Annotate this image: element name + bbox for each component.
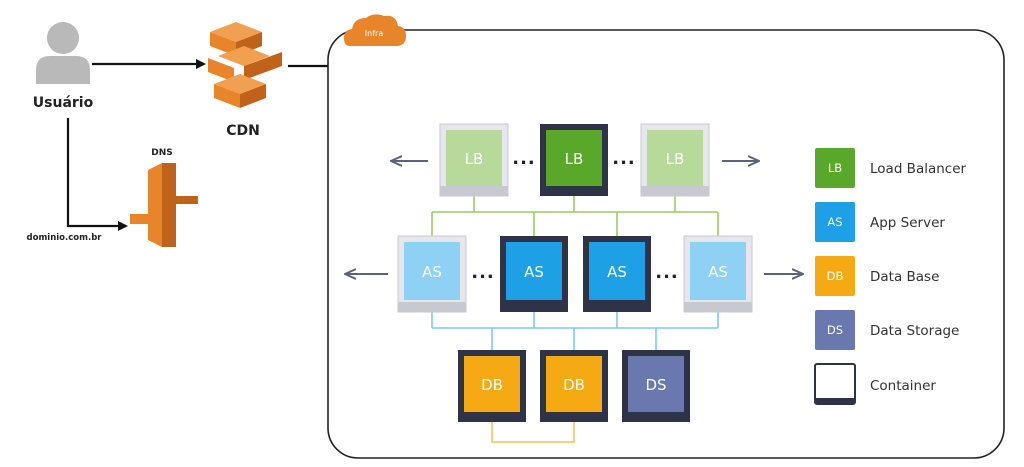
- svg-text:DS: DS: [645, 376, 666, 394]
- lb-ellipsis-left: ...: [512, 148, 536, 169]
- svg-text:DS: DS: [827, 323, 843, 337]
- svg-text:Data Base: Data Base: [870, 269, 939, 285]
- lb-connections: [431, 196, 719, 236]
- svg-text:LB: LB: [565, 150, 584, 168]
- user-icon: [36, 22, 90, 84]
- svg-text:Data Storage: Data Storage: [870, 323, 959, 339]
- infra-cloud-icon: [344, 14, 406, 46]
- ds-node: DS: [622, 350, 690, 422]
- as-ellipsis-left: ...: [471, 262, 495, 283]
- legend-item-container: Container: [814, 363, 936, 405]
- domain-label: dominio.com.br: [27, 233, 103, 243]
- svg-text:Load Balancer: Load Balancer: [870, 161, 967, 177]
- cdn-icon: [208, 22, 282, 108]
- svg-text:AS: AS: [524, 263, 544, 281]
- as-node-2: AS: [500, 236, 568, 312]
- svg-text:LB: LB: [465, 150, 484, 168]
- lb-node-left: LB: [439, 123, 509, 197]
- as-node-3: AS: [583, 236, 651, 312]
- user-to-dns-arrow: [66, 118, 128, 231]
- as-node-4: AS: [683, 235, 753, 313]
- legend-item-data-storage: DS Data Storage: [815, 310, 959, 350]
- lb-node-right: LB: [640, 123, 710, 197]
- as-node-1: AS: [397, 235, 467, 313]
- svg-text:App Server: App Server: [870, 215, 945, 231]
- db-connection: [491, 422, 575, 443]
- svg-text:DB: DB: [481, 376, 503, 394]
- db-node-1: DB: [458, 350, 526, 422]
- lb-node-center: LB: [540, 124, 608, 196]
- svg-text:DB: DB: [563, 376, 585, 394]
- svg-text:LB: LB: [828, 161, 842, 175]
- db-node-2: DB: [540, 350, 608, 422]
- svg-text:AS: AS: [708, 263, 728, 281]
- cdn-label: CDN: [226, 123, 260, 139]
- infra-label: Infra: [365, 29, 384, 38]
- svg-text:AS: AS: [827, 215, 842, 229]
- lb-ellipsis-right: ...: [612, 148, 636, 169]
- dns-label: DNS: [151, 148, 173, 158]
- as-ellipsis-right: ...: [655, 262, 679, 283]
- user-label: Usuário: [33, 95, 94, 111]
- legend-item-data-base: DB Data Base: [815, 256, 939, 296]
- legend-item-load-balancer: LB Load Balancer: [815, 148, 967, 188]
- as-connections: [431, 312, 719, 350]
- svg-text:LB: LB: [666, 150, 685, 168]
- svg-text:DB: DB: [827, 269, 844, 283]
- dns-icon: [130, 163, 198, 247]
- legend: LB Load Balancer AS App Server DB Data B…: [814, 148, 967, 405]
- svg-text:AS: AS: [607, 263, 627, 281]
- svg-text:Container: Container: [870, 378, 936, 394]
- svg-text:AS: AS: [422, 263, 442, 281]
- legend-item-app-server: AS App Server: [815, 202, 945, 242]
